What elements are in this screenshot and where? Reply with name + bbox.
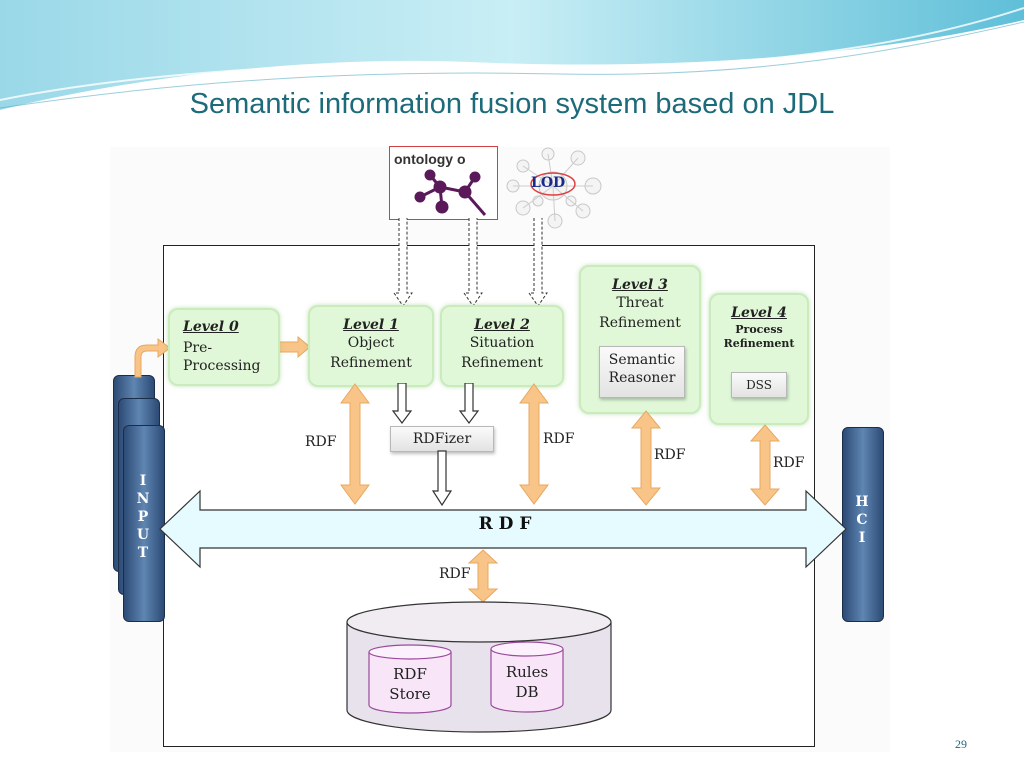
input-letter: N [136, 491, 150, 507]
rdf-store-line: Store [389, 685, 431, 703]
rdf-bus-arrow [159, 489, 847, 569]
level-1-heading: Level 1 [343, 317, 399, 333]
header-wave-decoration [0, 0, 1024, 110]
rules-db-line: Rules [505, 663, 549, 681]
slide-title: Semantic information fusion system based… [189, 88, 835, 120]
level-0-box: Level 0 Pre- Processing [168, 308, 280, 386]
input-pillar-front [123, 425, 165, 622]
rdf-label: RDF [305, 434, 337, 450]
level-0-line: Processing [183, 358, 261, 374]
level-0-line: Pre- [183, 340, 213, 356]
rdf-label: RDF [439, 566, 471, 582]
dss-label: DSS [746, 378, 772, 392]
rdfizer-flow-arrows [391, 383, 480, 507]
input-letter: P [137, 509, 149, 525]
rdf-bus-label: R D F [478, 514, 532, 534]
level-1-line: Refinement [330, 355, 412, 371]
level0-to-level1-arrow [276, 336, 311, 358]
input-letter: U [136, 527, 150, 543]
rules-db-cylinder [490, 641, 564, 713]
rdf-label: RDF [543, 431, 575, 447]
rdf-store-cylinder [368, 644, 452, 714]
level-2-heading: Level 2 [474, 317, 530, 333]
hci-pillar [842, 427, 884, 622]
rdf-store-line: RDF [393, 665, 427, 683]
level-2-line: Refinement [461, 355, 543, 371]
level-4-box: Level 4 Process Refinement [709, 293, 809, 425]
input-to-level0-arrow [134, 338, 171, 378]
rdf-label: RDF [654, 447, 686, 463]
input-letter: I [139, 473, 147, 489]
input-letter: T [137, 545, 149, 561]
ontology-graph-icon [414, 169, 487, 216]
level1-rdf-double-arrow [340, 383, 370, 505]
hci-letter: H [855, 494, 869, 510]
level-1-box: Level 1 Object Refinement [308, 305, 434, 387]
level-3-line: Threat [616, 295, 664, 311]
page-number: 29 [955, 737, 967, 751]
level4-rdf-double-arrow [749, 424, 781, 506]
level-3-heading: Level 3 [612, 277, 668, 293]
semantic-reasoner-line: Reasoner [608, 370, 676, 386]
rules-db-line: DB [515, 683, 539, 701]
level-2-box: Level 2 Situation Refinement [440, 305, 564, 387]
ontology-box: ontology o [389, 146, 498, 220]
rdf-store-label: RDF Store [367, 664, 453, 704]
knowledge-dashed-arrows [393, 218, 548, 307]
rules-db-label: Rules DB [489, 662, 565, 702]
level-0-heading: Level 0 [183, 319, 239, 335]
semantic-reasoner-line: Semantic [608, 352, 676, 368]
level2-rdf-double-arrow [519, 383, 549, 505]
level-1-line: Object [347, 335, 395, 351]
store-rdf-double-arrow [467, 549, 499, 603]
dss-box: DSS [731, 372, 787, 398]
level3-rdf-double-arrow [630, 410, 662, 506]
hci-letter: C [856, 512, 868, 528]
rdfizer-box: RDFizer [390, 426, 494, 452]
level-2-line: Situation [469, 335, 535, 351]
level-4-line: Process [735, 323, 783, 336]
semantic-reasoner-box: Semantic Reasoner [599, 346, 685, 398]
lod-cloud-icon [506, 147, 602, 229]
rdfizer-label: RDFizer [412, 431, 472, 447]
level-3-line: Refinement [599, 315, 681, 331]
ontology-label: ontology o [394, 151, 466, 167]
lod-label: LOD [531, 175, 566, 191]
level-4-line: Refinement [723, 337, 795, 350]
level-4-heading: Level 4 [731, 305, 787, 321]
hci-letter: I [858, 530, 866, 546]
rdf-label: RDF [773, 455, 805, 471]
